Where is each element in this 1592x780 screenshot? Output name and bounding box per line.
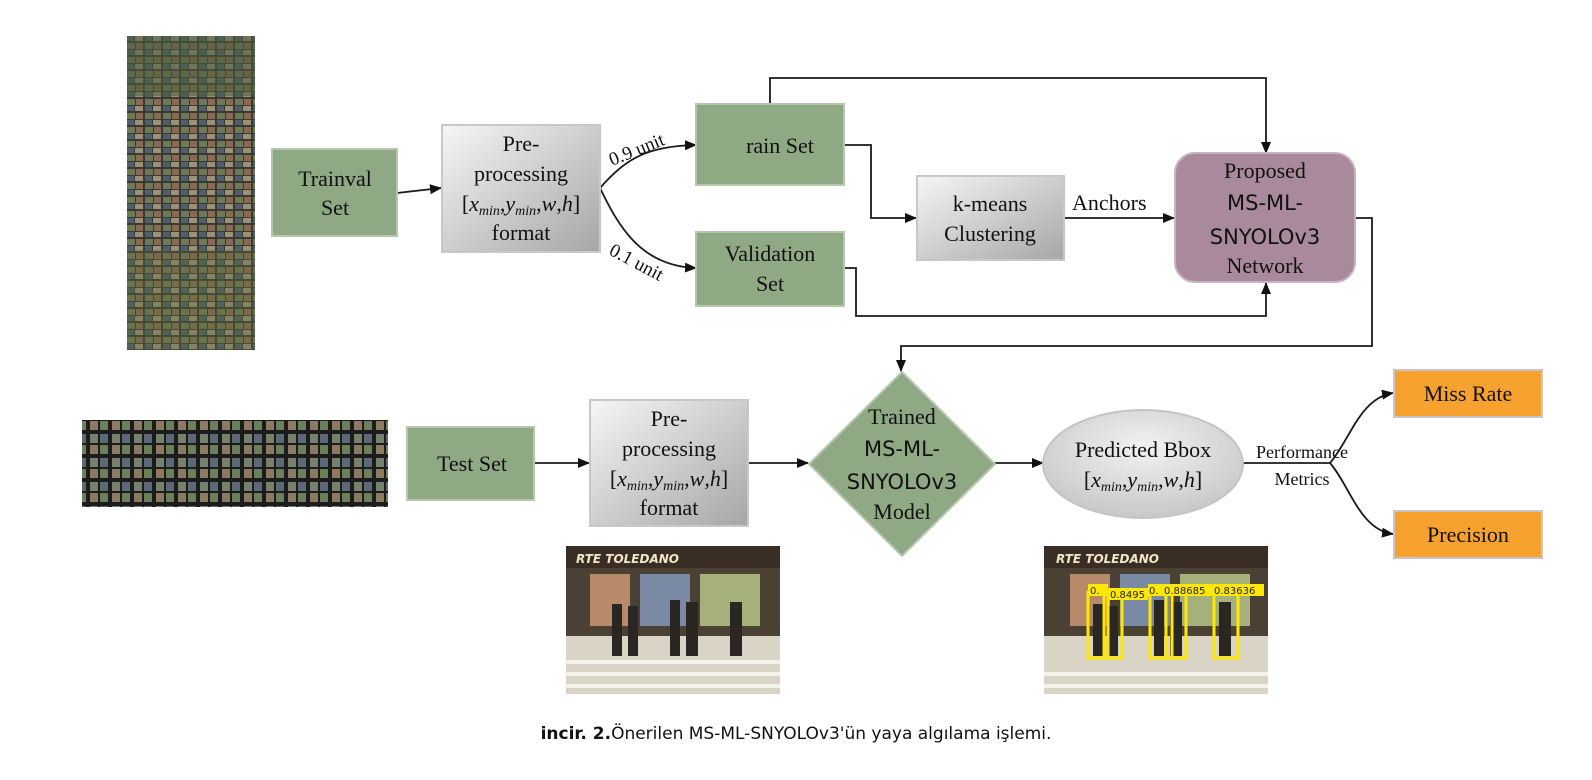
preprocessing-node-top: Pre- processing [xmin,ymin,w,h] format xyxy=(441,124,601,253)
score-label: 0.8495 xyxy=(1110,590,1145,601)
node-label: processing xyxy=(474,161,568,186)
edge-train-to-kmeans xyxy=(844,144,917,223)
caption-text: Önerilen MS-ML-SNYOLOv3'ün yaya algılama… xyxy=(611,724,1052,744)
format-formula: [xmin,ymin,w,h] xyxy=(1084,467,1202,495)
node-label: Trainval xyxy=(298,166,372,191)
score-label: 0. xyxy=(1090,586,1100,597)
node-label: processing xyxy=(622,436,716,461)
node-label: Validation xyxy=(725,241,815,266)
edge-metrics-to-miss-rate xyxy=(1329,389,1394,464)
edge-metrics-to-precision xyxy=(1329,462,1394,538)
node-label: Predicted Bbox xyxy=(1075,437,1211,462)
node-label: k-means xyxy=(953,191,1028,216)
node-label: Pre- xyxy=(503,131,540,156)
node-label: Network xyxy=(1227,253,1304,278)
node-label: Set xyxy=(321,195,349,220)
edge-validation-to-network xyxy=(844,267,1271,317)
score-label: 0.88685 xyxy=(1164,586,1205,597)
pedestrian-photo-input: RTE TOLEDANO xyxy=(566,546,780,694)
kmeans-clustering-node: k-means Clustering xyxy=(916,175,1065,261)
node-label: Precision xyxy=(1427,522,1509,547)
score-label: 0.83636 xyxy=(1214,586,1255,597)
pedestrian-photo-detections: RTE TOLEDANO 0. 0.8495 xyxy=(1044,546,1268,694)
performance-metrics-label-line2: Metrics xyxy=(1275,469,1330,489)
detection-score-labels: 0. 0.8495 0. 0.88685 0.83636 xyxy=(1088,584,1264,601)
score-label: 0. xyxy=(1149,586,1159,597)
trainval-set-node: Trainval Set xyxy=(271,148,398,237)
format-formula: [xmin,ymin,w,h] xyxy=(462,191,580,219)
node-label: Test Set xyxy=(437,451,507,476)
edge-trainval-to-preprocess xyxy=(396,184,442,195)
test-image-mosaic xyxy=(82,420,388,507)
node-label: Clustering xyxy=(944,221,1036,246)
caption-label: incir. 2. xyxy=(540,724,612,744)
node-label: Trained xyxy=(868,404,936,429)
node-label: Pre- xyxy=(651,406,688,431)
precision-node: Precision xyxy=(1393,510,1543,559)
node-label: SNYOLOv3 xyxy=(1210,225,1321,249)
edge-network-to-trained-model xyxy=(896,217,1373,372)
split-val-label: 0.1 unit xyxy=(606,240,668,286)
node-label: SNYOLOv3 xyxy=(847,470,958,494)
node-label: Model xyxy=(873,499,930,524)
node-label: Set xyxy=(756,271,784,296)
node-label: format xyxy=(640,495,699,520)
figure-caption: incir. 2.Önerilen MS-ML-SNYOLOv3'ün yaya… xyxy=(0,724,1592,744)
edge-split-to-train xyxy=(599,140,697,189)
validation-set-node: Validation Set xyxy=(695,231,845,307)
miss-rate-node: Miss Rate xyxy=(1393,369,1543,418)
train-set-node: rain Set xyxy=(695,103,845,186)
node-label: Miss Rate xyxy=(1424,381,1513,406)
node-label: Proposed xyxy=(1224,158,1306,183)
trainval-image-mosaic xyxy=(127,36,255,350)
test-set-node: Test Set xyxy=(406,426,535,501)
node-label: MS-ML- xyxy=(1227,191,1303,215)
format-formula: [xmin,ymin,w,h] xyxy=(610,466,728,494)
proposed-network-node: Proposed MS-ML- SNYOLOv3 Network xyxy=(1174,152,1356,283)
split-train-label: 0.9 unit xyxy=(606,129,668,170)
anchors-label: Anchors xyxy=(1072,190,1147,215)
preprocessing-node-bottom: Pre- processing [xmin,ymin,w,h] format xyxy=(589,399,749,527)
shop-sign-text: RTE TOLEDANO xyxy=(576,552,679,566)
trained-model-node: Trained MS-ML- SNYOLOv3 Model xyxy=(807,370,997,558)
node-label: format xyxy=(492,220,551,245)
node-label: rain Set xyxy=(746,133,814,158)
predicted-bbox-node: Predicted Bbox [xmin,ymin,w,h] xyxy=(1042,409,1244,519)
edge-train-to-network xyxy=(769,77,1271,154)
shop-sign-text-detections: RTE TOLEDANO xyxy=(1056,552,1159,566)
performance-metrics-label: Performance xyxy=(1256,442,1348,462)
edge-split-to-validation xyxy=(599,187,697,273)
node-label: MS-ML- xyxy=(864,437,940,461)
